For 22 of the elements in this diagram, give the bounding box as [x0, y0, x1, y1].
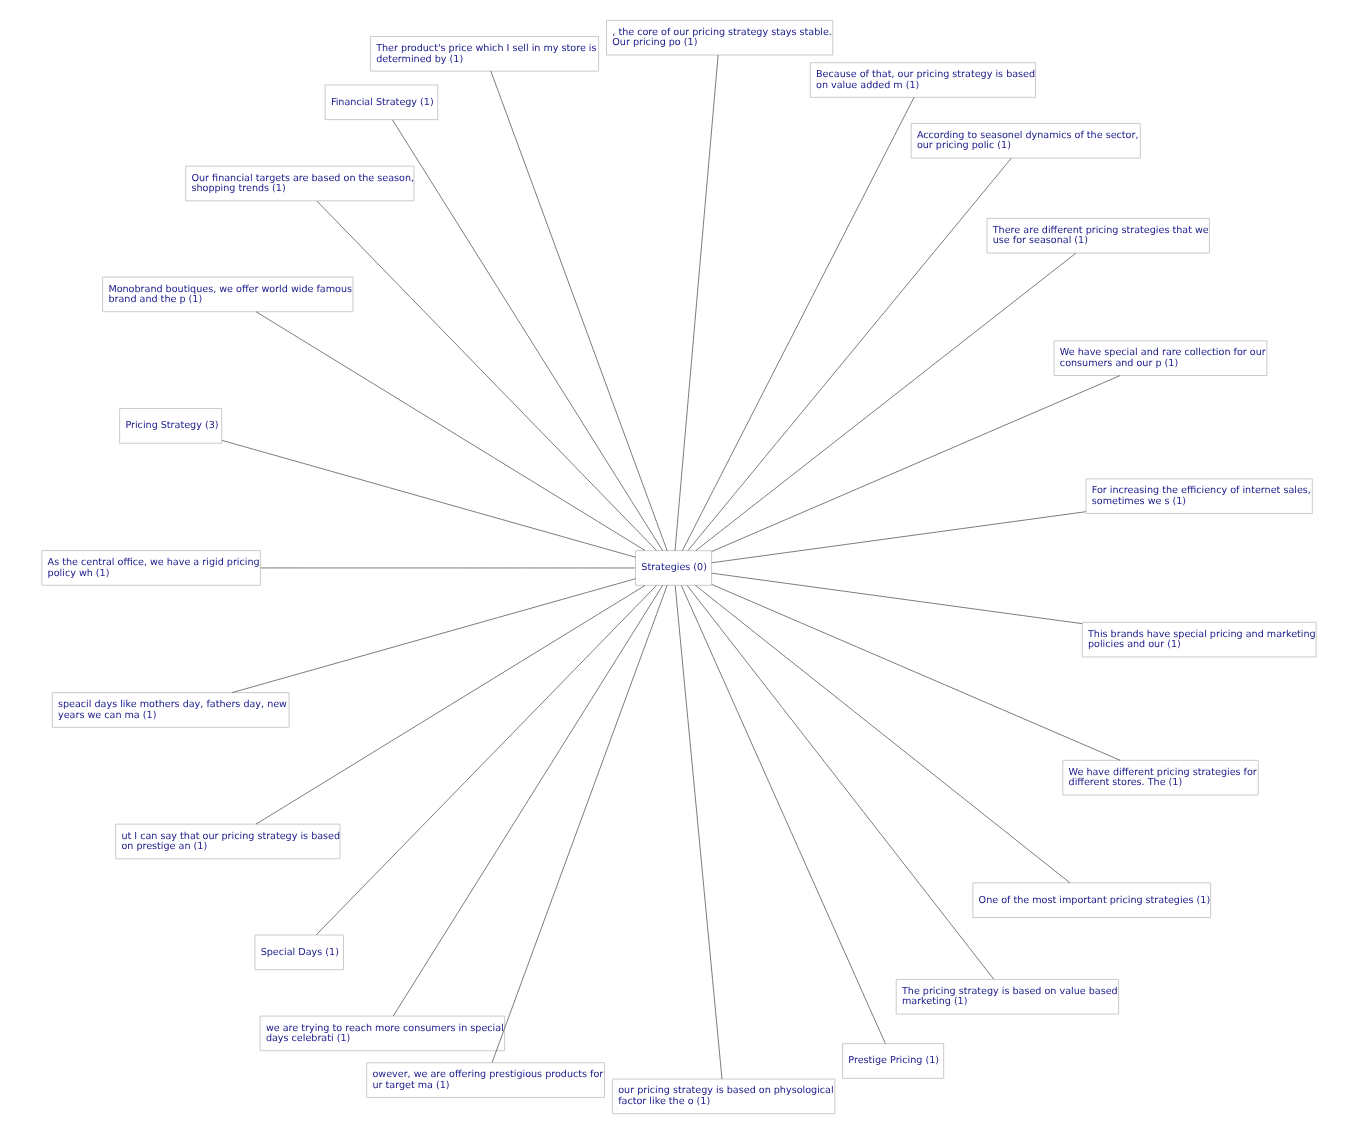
connector: [711, 375, 1121, 552]
connector: [687, 157, 1012, 551]
connector: [686, 584, 995, 980]
connector: [695, 252, 1077, 551]
connector: [316, 585, 657, 936]
connector: [711, 584, 1121, 761]
connector: [674, 585, 723, 1080]
connector: [491, 584, 668, 1063]
connector: [392, 585, 664, 1017]
connector: [392, 119, 663, 551]
connector: [490, 70, 668, 551]
connector: [680, 585, 886, 1045]
connector: [695, 585, 1071, 884]
connector: [255, 311, 646, 551]
connector: [231, 578, 636, 693]
connector: [316, 200, 657, 551]
connector: [221, 440, 636, 558]
connector: [674, 54, 719, 551]
connector: [711, 572, 1083, 625]
connector: [682, 97, 915, 551]
connector: [255, 585, 646, 825]
connector: [711, 511, 1087, 564]
